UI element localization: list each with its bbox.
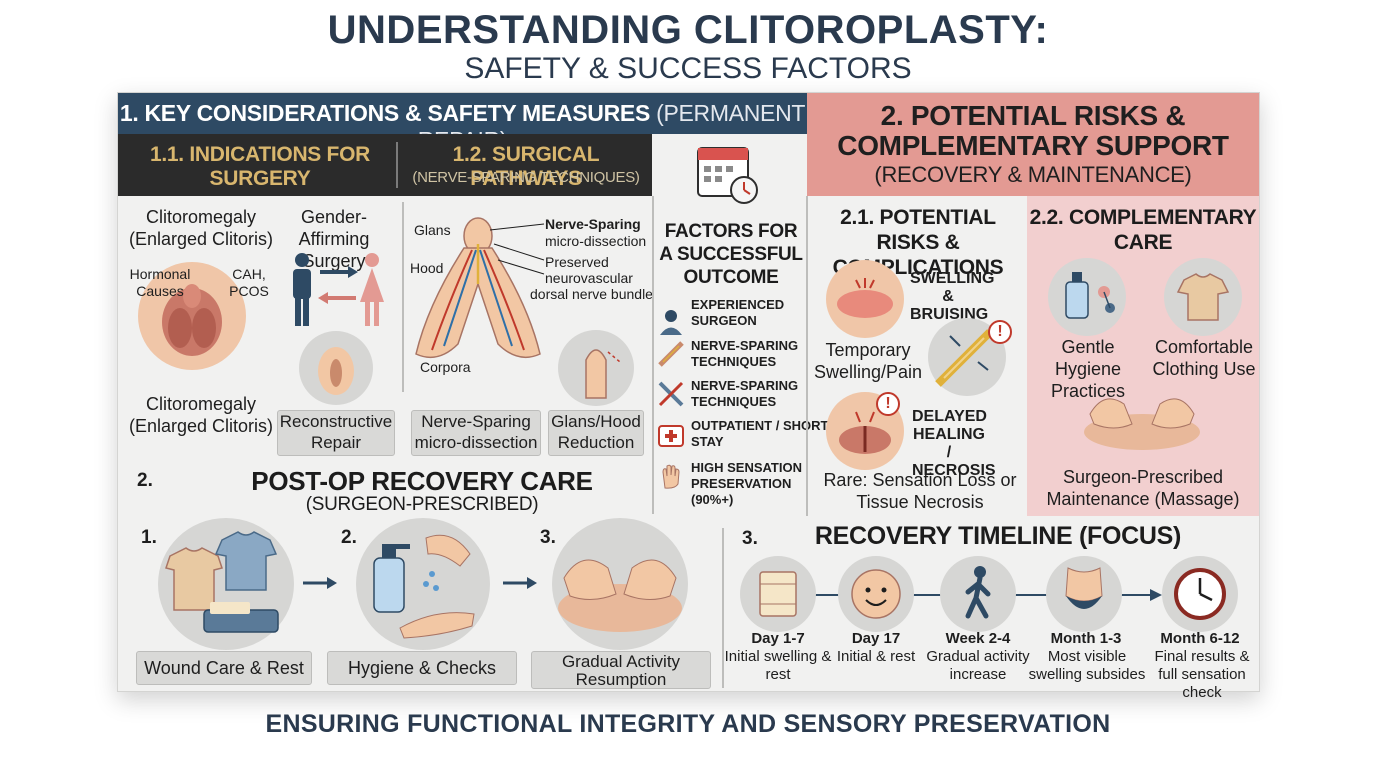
hygiene-checks-pill: Hygiene & Checks bbox=[327, 651, 517, 685]
section2-heading: 2. POTENTIAL RISKS & COMPLEMENTARY SUPPO… bbox=[837, 100, 1229, 161]
postop-step-2-number: 2. bbox=[341, 527, 357, 548]
necrosis-illustration bbox=[826, 392, 904, 470]
timeline-day-4: Month 1-3 bbox=[1050, 630, 1122, 647]
swelling-illustration bbox=[826, 260, 904, 338]
swelling-bruising-label: SWELLING & BRUISING bbox=[910, 270, 995, 323]
first-aid-icon bbox=[657, 420, 685, 448]
footer-tagline: ENSURING FUNCTIONAL INTEGRITY AND SENSOR… bbox=[265, 710, 1111, 738]
factor-nerve-sparing-2: NERVE-SPARING TECHNIQUES bbox=[691, 378, 799, 409]
wound-care-illustration bbox=[158, 518, 294, 650]
pathways-heading: 1.2. SURGICAL PATHWAYS bbox=[452, 143, 600, 190]
indications-heading: 1.1. INDICATIONS FOR SURGERY bbox=[150, 143, 370, 190]
section2-subheading: (RECOVERY & MAINTENANCE) bbox=[874, 162, 1192, 187]
massage-illustration bbox=[1080, 384, 1204, 452]
activity-illustration bbox=[552, 518, 688, 650]
arrow-step-2-3 bbox=[503, 576, 537, 595]
factor-outpatient: OUTPATIENT / SHORT STAY bbox=[691, 418, 829, 449]
section2-header-band bbox=[807, 93, 1259, 196]
anatomy-illustration bbox=[138, 262, 246, 370]
timeline-desc-5: Final results & full sensation check bbox=[1154, 648, 1250, 701]
glans-label: Glans bbox=[414, 222, 451, 238]
cah-pcos-label: CAH, PCOS bbox=[229, 266, 269, 299]
clothing-illustration bbox=[1164, 258, 1242, 336]
page-subtitle: SAFETY & SUCCESS FACTORS bbox=[464, 52, 912, 85]
glans-reduction-illustration bbox=[558, 330, 634, 406]
divider-postop-timeline bbox=[722, 528, 724, 688]
rare-risk-label: Rare: Sensation Loss or Tissue Necrosis bbox=[823, 470, 1017, 512]
postop-step-1-number: 1. bbox=[141, 527, 157, 548]
timeline-number: 3. bbox=[742, 528, 758, 549]
timeline-smile-icon bbox=[838, 556, 914, 632]
nerve-icon bbox=[657, 340, 685, 368]
postop-subheading: (SURGEON-PRESCRIBED) bbox=[305, 494, 539, 515]
timeline-day-3: Week 2-4 bbox=[945, 630, 1011, 647]
dorsal-bundle-label: dorsal nerve bundle bbox=[530, 286, 653, 302]
warning-icon-2: ! bbox=[876, 392, 900, 416]
timeline-arrow bbox=[1150, 588, 1164, 607]
gender-affirming-label: Gender-Affirming Surgery bbox=[298, 207, 370, 271]
micro-dissection-label: micro-dissection bbox=[545, 233, 647, 249]
timeline-walking-icon bbox=[940, 556, 1016, 632]
timeline-desc-1: Initial swelling & rest bbox=[724, 648, 832, 683]
timeline-body-icon bbox=[1046, 556, 1122, 632]
glans-hood-pill: Glans/Hood Reduction bbox=[548, 410, 644, 456]
hygiene-checks-illustration bbox=[356, 518, 490, 650]
surgical-anatomy-illustration bbox=[408, 214, 548, 374]
activity-pill: Gradual Activity Resumption bbox=[531, 651, 711, 689]
clitoromegaly-label-top: Clitoromegaly (Enlarged Clitoris) bbox=[128, 207, 274, 249]
hygiene-illustration bbox=[1048, 258, 1126, 336]
surgeon-icon bbox=[657, 308, 685, 336]
timeline-day-1: Day 1-7 bbox=[751, 630, 805, 647]
clitoromegaly-label-bottom: Clitoromegaly (Enlarged Clitoris) bbox=[128, 394, 274, 436]
section1-header-band bbox=[118, 93, 807, 134]
timeline-day-2: Day 17 bbox=[851, 630, 901, 647]
calendar-icon bbox=[694, 140, 760, 206]
factor-nerve-sparing-1: NERVE-SPARING TECHNIQUES bbox=[691, 338, 799, 369]
postop-step-3-number: 3. bbox=[540, 527, 556, 548]
care-heading: 2.2. COMPLEMENTARY CARE bbox=[1029, 206, 1257, 254]
arrow-step-1-2 bbox=[303, 576, 337, 595]
wound-care-pill: Wound Care & Rest bbox=[136, 651, 312, 685]
section1-heading-main: 1. KEY CONSIDERATIONS & SAFETY MEASURES bbox=[119, 100, 650, 126]
scalpel-icon bbox=[657, 380, 685, 408]
temporary-swelling-label: Temporary Swelling/Pain bbox=[813, 340, 923, 382]
nerve-sparing-pill: Nerve-Sparing micro-dissection bbox=[411, 410, 541, 456]
timeline-desc-2: Initial & rest bbox=[836, 648, 916, 665]
warning-icon: ! bbox=[988, 320, 1012, 344]
divider-factors-risks bbox=[806, 196, 808, 516]
factor-high-sensation: HIGH SENSATION PRESERVATION (90%+) bbox=[691, 460, 802, 507]
neurovascular-label: neurovascular bbox=[545, 270, 633, 286]
reconstructive-repair-pill: Reconstructive Repair bbox=[277, 410, 395, 456]
postop-heading: POST-OP RECOVERY CARE bbox=[251, 466, 593, 496]
factor-experienced-surgeon: EXPERIENCED SURGEON bbox=[691, 297, 785, 328]
timeline-heading: RECOVERY TIMELINE (FOCUS) bbox=[814, 522, 1182, 550]
delayed-healing-label: DELAYED HEALING / NECROSIS bbox=[912, 408, 996, 479]
gender-affirming-icon bbox=[284, 250, 394, 330]
hormonal-causes-label: Hormonal Causes bbox=[129, 266, 191, 299]
hygiene-label: Gentle Hygiene Practices bbox=[1050, 337, 1126, 401]
header-divider bbox=[396, 142, 398, 188]
timeline-day-5: Month 6-12 bbox=[1160, 630, 1240, 647]
timeline-bandage-icon bbox=[740, 556, 816, 632]
maintenance-label: Surgeon-Prescribed Maintenance (Massage) bbox=[1046, 467, 1240, 509]
preserved-label: Preserved bbox=[545, 254, 609, 270]
divider-indications-pathways bbox=[402, 202, 404, 392]
timeline-desc-4: Most visible swelling subsides bbox=[1028, 648, 1146, 683]
pathways-subheading: (NERVE-SPARING TECHNIQUES) bbox=[412, 169, 640, 186]
factors-heading: FACTORS FOR A SUCCESSFUL OUTCOME bbox=[659, 221, 803, 288]
nerve-sparing-label: Nerve-Sparing bbox=[545, 216, 641, 232]
complementary-care-panel bbox=[1027, 196, 1259, 516]
timeline-desc-3: Gradual activity increase bbox=[926, 648, 1030, 683]
hood-label: Hood bbox=[410, 260, 444, 276]
reconstructive-illustration bbox=[299, 331, 373, 405]
page-title: UNDERSTANDING CLITOROPLASTY: bbox=[327, 8, 1049, 52]
timeline-clock-icon bbox=[1162, 556, 1238, 632]
subsection-header-band bbox=[118, 134, 652, 196]
corpora-label: Corpora bbox=[420, 359, 471, 375]
divider-pathways-factors bbox=[652, 196, 654, 514]
callout-lines bbox=[490, 223, 545, 275]
postop-number: 2. bbox=[137, 470, 153, 491]
hand-icon bbox=[657, 462, 685, 490]
clothing-label: Comfortable Clothing Use bbox=[1152, 337, 1256, 379]
